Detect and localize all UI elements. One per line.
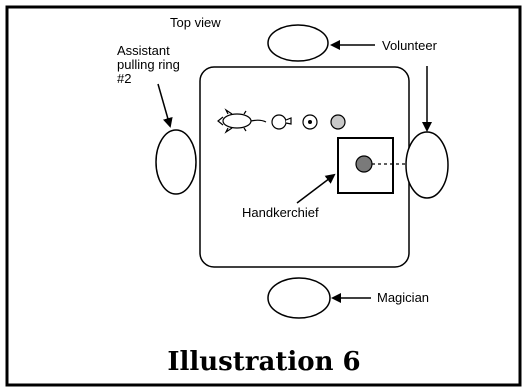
gray-ball-icon — [330, 114, 346, 130]
assistant-arrow — [157, 83, 173, 128]
volunteer-label: Volunteer — [382, 38, 438, 53]
assistant-oval — [155, 129, 197, 195]
volunteer-top-oval — [267, 24, 329, 62]
assistant-label-line2: pulling ring — [117, 57, 180, 72]
ring-icon — [271, 114, 292, 130]
top-view-label: Top view — [170, 15, 221, 30]
dark-ball-icon — [355, 155, 373, 173]
outer-frame — [5, 5, 522, 387]
mouse-icon — [217, 108, 267, 134]
ring-with-ball-icon — [302, 114, 318, 130]
assistant-label-line3: #2 — [117, 71, 131, 86]
volunteer-right-oval — [405, 131, 449, 199]
magician-label: Magician — [377, 290, 429, 305]
handkerchief-label: Handkerchief — [242, 205, 319, 220]
handkerchief-arrow — [296, 173, 336, 204]
assistant-label-line1: Assistant — [117, 43, 170, 58]
magician-oval — [267, 277, 331, 319]
illustration-caption: Illustration 6 — [167, 347, 360, 377]
